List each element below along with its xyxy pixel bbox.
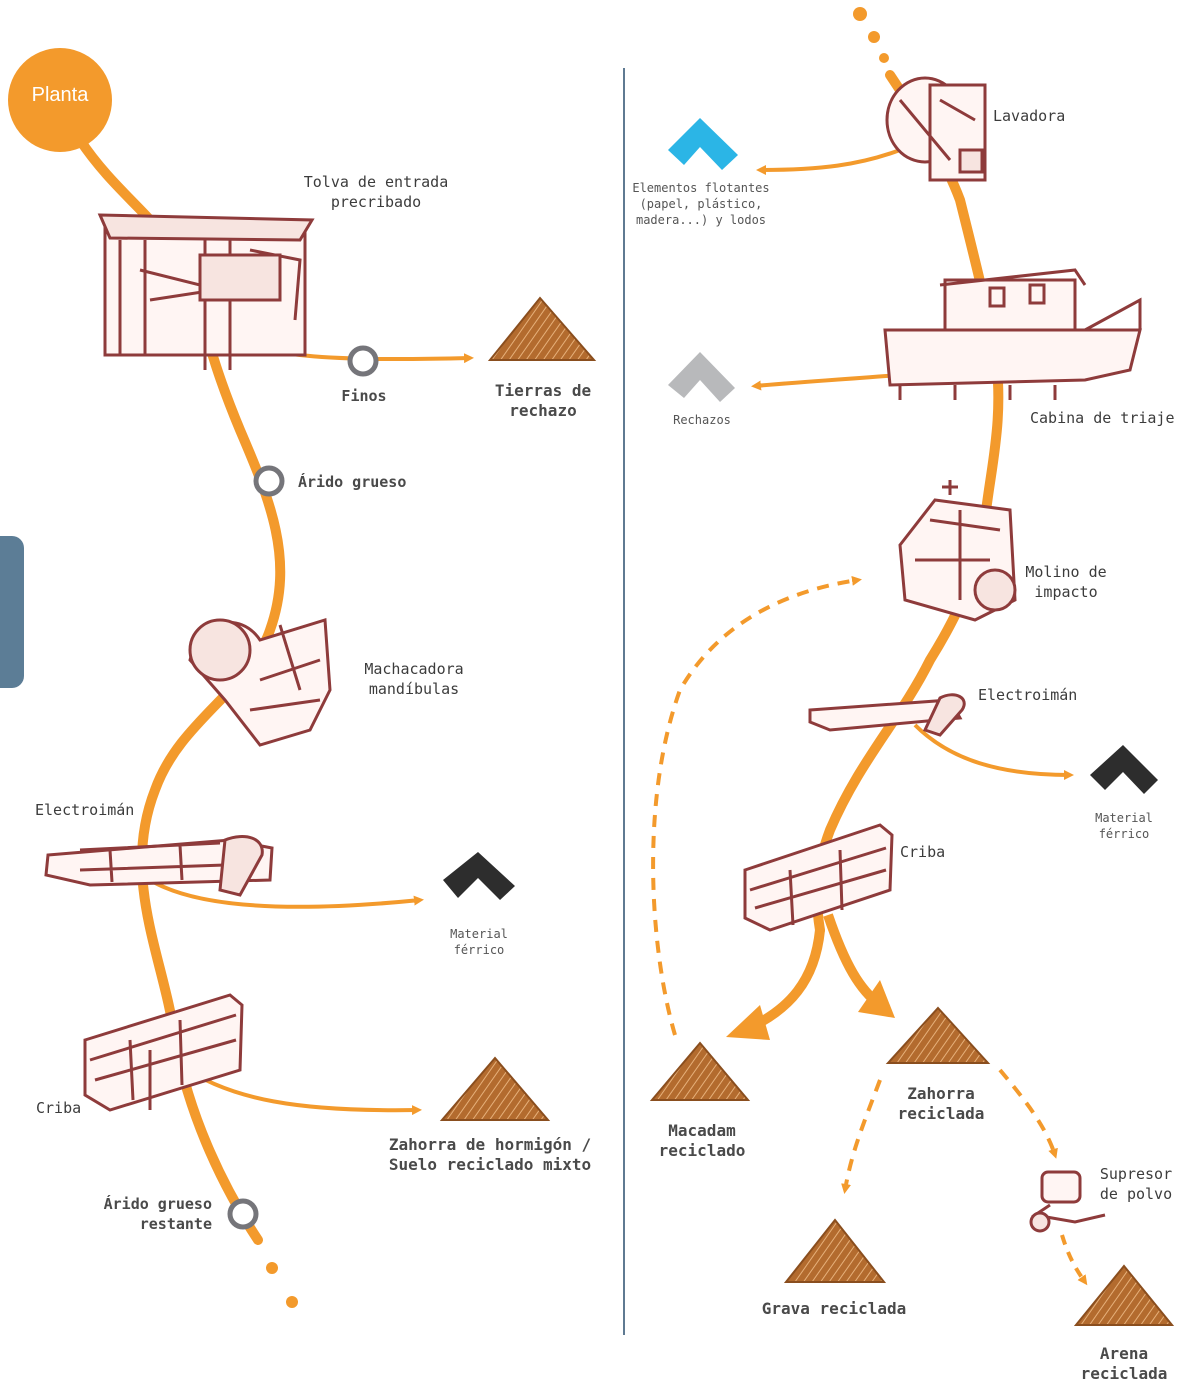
ferrous-arrow-right (913, 723, 1074, 780)
concrete-subbase-pile (439, 1056, 551, 1121)
macadam-pile (649, 1041, 751, 1101)
flow-dot (868, 31, 880, 43)
jaw-crusher-label: Machacadora mandíbulas (364, 660, 464, 698)
rejects-material (668, 352, 735, 402)
rejects-arrow (751, 373, 901, 391)
start-node: Planta (8, 48, 112, 152)
washer-machine-icon (885, 76, 987, 182)
sand-label: Arena reciclada (1080, 1344, 1168, 1383)
reject-soil-label: Tierras de rechazo (494, 381, 592, 420)
flow-dot (286, 1296, 298, 1308)
hopper-machine-icon (97, 213, 315, 370)
fines-label: Finos (341, 387, 387, 405)
jaw-crusher-icon (188, 618, 332, 747)
fines-ring (347, 345, 379, 377)
ferrous-label-right: Material férrico (1095, 811, 1153, 841)
washer-label: Lavadora (993, 107, 1066, 125)
electromagnet-icon (808, 693, 966, 737)
sorting-cabin-label: Cabina de triaje (1030, 409, 1175, 427)
concrete-subbase-label: Zahorra de hormigón / Suelo reciclado mi… (388, 1135, 592, 1174)
gravel-label: Grava reciclada (761, 1299, 907, 1318)
flow-dot (853, 7, 867, 21)
sorting-cabin-icon (883, 268, 1142, 400)
coarse-aggregate-label: Árido grueso (298, 473, 407, 491)
floating-elements-label: Elementos flotantes (papel, plástico, ma… (632, 181, 770, 227)
dust-suppressor-icon (1029, 1170, 1106, 1233)
flow-dot (879, 53, 889, 63)
dust-suppressor-label: Supresor de polvo (1099, 1165, 1173, 1203)
hopper-label: Tolva de entrada precribado (303, 173, 449, 211)
ferrous-label-left: Material férrico (450, 927, 508, 957)
suppressor-arrow (998, 1068, 1058, 1159)
ferrous-arrow-left (148, 878, 424, 909)
right-main-flow (812, 70, 1004, 935)
floating-material (668, 118, 738, 170)
recirculation-arrow (651, 575, 862, 1036)
coarse-ring (253, 465, 285, 497)
rejects-label: Rechazos (673, 413, 731, 427)
floating-arrow (756, 148, 901, 175)
screen-label-left: Criba (36, 1099, 82, 1117)
screen-machine-icon (83, 993, 244, 1112)
recycled-subbase-label: Zahorra reciclada (897, 1084, 985, 1123)
subbase-arrowhead (858, 980, 895, 1018)
electromagnet-label-left: Electroimán (35, 801, 135, 819)
macadam-label: Macadam reciclado (658, 1121, 746, 1160)
electromagnet-icon (44, 835, 274, 897)
screen-label-right: Criba (900, 843, 946, 861)
reject-soil-pile (487, 296, 597, 361)
ferrous-material-right (1090, 745, 1158, 794)
electromagnet-label-right: Electroimán (978, 686, 1078, 704)
impact-mill-icon (898, 480, 1017, 622)
gravel-arrow (841, 1079, 882, 1194)
impact-mill-label: Molino de impacto (1025, 563, 1107, 601)
sand-pile (1073, 1264, 1175, 1326)
side-tab[interactable] (0, 536, 24, 688)
screen-machine-icon (743, 823, 894, 932)
gravel-pile (783, 1218, 887, 1283)
ferrous-material-left (443, 852, 515, 900)
recycled-subbase-pile (885, 1006, 991, 1064)
sand-arrow (1060, 1234, 1088, 1286)
start-node-label: Planta (31, 83, 89, 106)
macadam-arrowhead (726, 1005, 770, 1040)
remaining-aggregate-label: Árido grueso restante (103, 1195, 212, 1233)
remaining-ring (227, 1198, 259, 1230)
flow-dot (266, 1262, 278, 1274)
